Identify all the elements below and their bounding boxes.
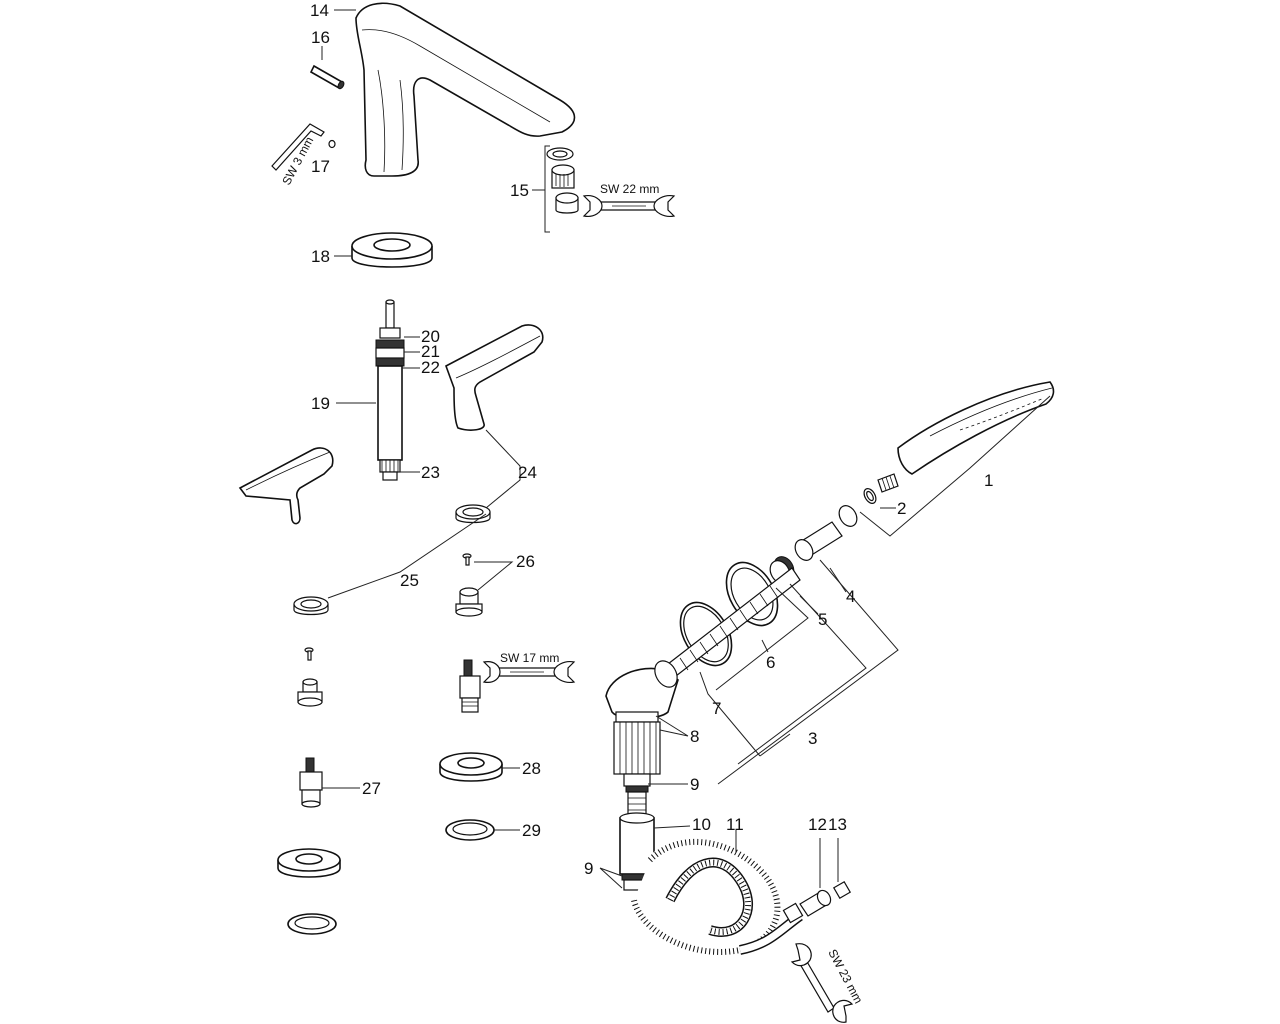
wrench-17-size: SW 17 mm bbox=[500, 651, 559, 665]
leader-5 bbox=[799, 595, 819, 615]
label-9b: 9 bbox=[584, 859, 593, 878]
label-11: 11 bbox=[726, 815, 744, 834]
ring-part-18 bbox=[351, 232, 433, 268]
wrench-22-size: SW 22 mm bbox=[600, 182, 659, 196]
leader-3 bbox=[759, 733, 791, 757]
label-13: 13 bbox=[828, 815, 847, 834]
label-21: 21 bbox=[421, 342, 440, 361]
bracket-6 bbox=[715, 587, 809, 691]
aerator-part-15 bbox=[546, 147, 579, 214]
hand-shower-part-1 bbox=[897, 381, 1055, 475]
cartridge-part-19 bbox=[375, 299, 405, 481]
coiled-hose-part-11 bbox=[630, 838, 803, 956]
bracket-7 bbox=[699, 671, 761, 757]
washer-part-2 bbox=[863, 488, 877, 504]
screw-part-26 bbox=[462, 553, 472, 566]
handle-left-part bbox=[238, 447, 334, 525]
leader-9b bbox=[599, 867, 623, 889]
wrench-23-size: SW 23 mm bbox=[825, 947, 865, 1006]
bracket-4 bbox=[717, 559, 899, 785]
spout-part-14 bbox=[355, 2, 576, 177]
label-9a: 9 bbox=[690, 775, 699, 794]
leader-10 bbox=[653, 825, 691, 829]
leader-4 bbox=[829, 567, 847, 593]
label-14: 14 bbox=[310, 1, 329, 20]
label-3: 3 bbox=[808, 729, 817, 748]
label-8: 8 bbox=[690, 727, 699, 746]
ring-left-part bbox=[277, 848, 341, 878]
hose-connector-part bbox=[877, 473, 899, 493]
label-17: 17 bbox=[311, 157, 330, 176]
ring-part-28 bbox=[439, 752, 503, 782]
bracket-15 bbox=[544, 145, 550, 233]
label-24: 24 bbox=[518, 463, 537, 482]
label-5: 5 bbox=[818, 610, 827, 629]
nut-part-26 bbox=[455, 587, 483, 617]
valve-part-27 bbox=[299, 757, 323, 808]
leader-1 bbox=[859, 395, 1051, 537]
screw-left-part bbox=[304, 647, 314, 661]
housing-part-8 bbox=[605, 660, 679, 815]
label-4: 4 bbox=[846, 587, 855, 606]
nut-left-part bbox=[297, 678, 323, 707]
hose-guide-part-10 bbox=[619, 812, 655, 891]
label-28: 28 bbox=[522, 759, 541, 778]
wrench-23-icon bbox=[790, 943, 854, 1023]
wrench-22-icon bbox=[582, 195, 676, 217]
label-6: 6 bbox=[766, 653, 775, 672]
escutcheon-left-part bbox=[293, 596, 329, 616]
hose-nut-part-12 bbox=[782, 889, 832, 924]
label-15: 15 bbox=[510, 181, 529, 200]
label-2: 2 bbox=[897, 499, 906, 518]
valve-right-part bbox=[459, 659, 481, 713]
leader-24 bbox=[485, 429, 521, 509]
allen-key-icon bbox=[271, 123, 336, 171]
label-25: 25 bbox=[400, 571, 419, 590]
leader-25 bbox=[327, 513, 487, 599]
label-29: 29 bbox=[522, 821, 541, 840]
label-22: 22 bbox=[421, 358, 440, 377]
handle-right-part-24 bbox=[445, 324, 544, 431]
washer-left-part bbox=[287, 913, 337, 935]
label-16: 16 bbox=[311, 28, 330, 47]
label-7: 7 bbox=[712, 699, 721, 718]
label-18: 18 bbox=[311, 247, 330, 266]
escutcheon-right-part bbox=[455, 504, 491, 524]
leader-6 bbox=[761, 639, 769, 653]
label-23: 23 bbox=[421, 463, 440, 482]
wrench-17-icon bbox=[482, 661, 576, 683]
washer-part-29 bbox=[445, 819, 495, 841]
nut-part-13 bbox=[832, 880, 852, 900]
label-12: 12 bbox=[808, 815, 827, 834]
leader-26 bbox=[474, 561, 514, 591]
coupling-part-4 bbox=[794, 505, 858, 561]
label-27: 27 bbox=[362, 779, 381, 798]
label-20: 20 bbox=[421, 327, 440, 346]
label-10: 10 bbox=[692, 815, 711, 834]
pin-part-16 bbox=[309, 64, 345, 90]
label-1: 1 bbox=[984, 471, 993, 490]
leader-8 bbox=[655, 715, 689, 737]
label-26: 26 bbox=[516, 552, 535, 571]
label-19: 19 bbox=[311, 394, 330, 413]
